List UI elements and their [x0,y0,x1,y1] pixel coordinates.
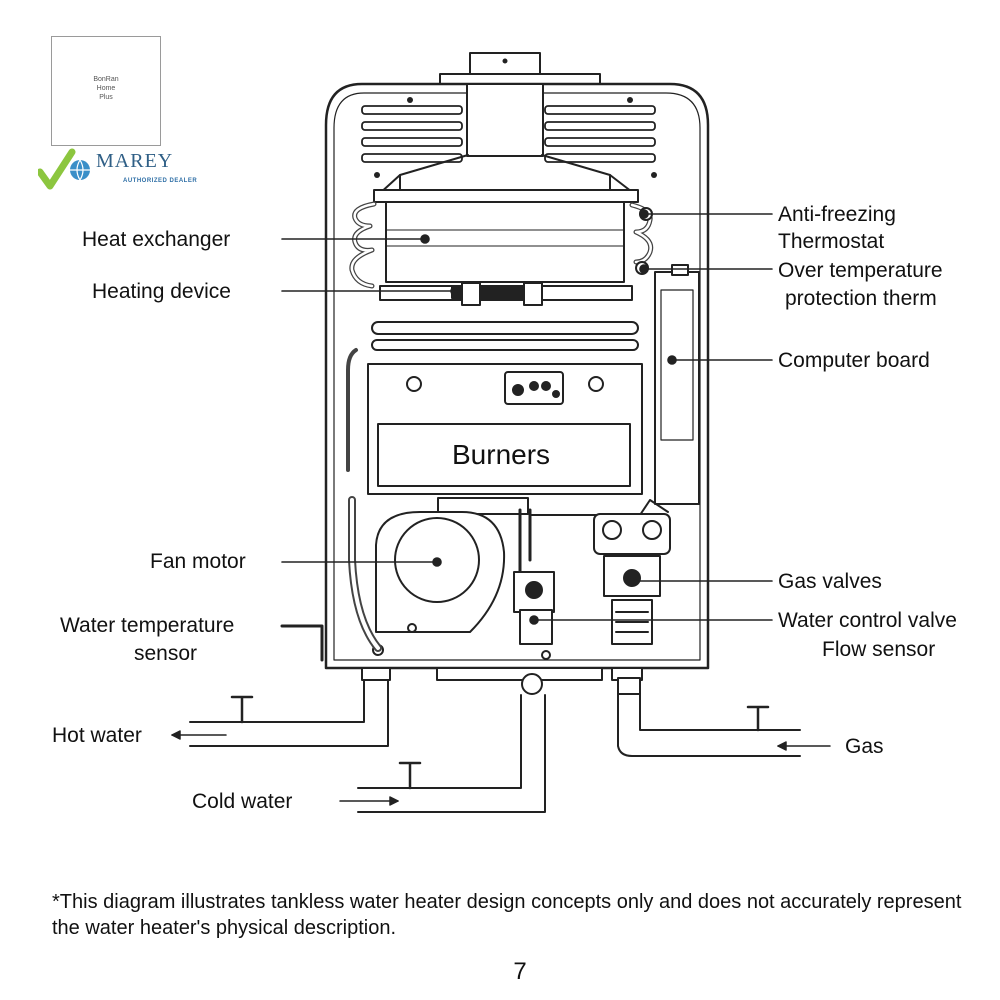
label-anti-freezing: Anti-freezing [778,203,896,226]
label-water-temperature-sensor: sensor [134,642,198,665]
bonran-line3: Plus [99,94,113,101]
bonran-line1: BonRan [93,76,119,83]
label-flow-sensor: Flow sensor [822,638,936,661]
gas-pipe [617,677,801,757]
label-protection-therm: protection therm [785,287,937,310]
exhaust-hood [373,83,639,203]
flow-arrows [171,730,831,806]
label-computer-board: Computer board [778,349,930,372]
check-globe-icon [36,148,90,190]
marey-logo: MAREY AUTHORIZED DEALER [36,148,198,192]
water-control-valve [513,508,555,660]
footnote: *This diagram illustrates tankless water… [52,891,962,939]
bonran-logo: BonRan Home Plus [51,36,161,146]
label-fan-motor: Fan motor [150,550,246,573]
cold-water-pipe [357,673,546,813]
label-gas: Gas [845,735,884,758]
gas-valve-assembly [593,513,671,645]
housing-screws [374,97,657,178]
hot-water-pipe [189,679,389,747]
label-hot-water: Hot water [52,724,142,747]
label-burners: Burners [452,439,551,470]
vent-louvres [361,105,656,163]
label-gas-valves: Gas valves [778,570,882,593]
label-cold-water: Cold water [192,790,293,813]
label-heating-device: Heating device [92,280,231,303]
heat-exchanger [349,201,654,289]
bonran-line2: Home [96,85,116,92]
flue-collar [439,52,601,85]
label-heat-exchanger: Heat exchanger [82,228,231,251]
label-anti-freezing-thermostat: Thermostat [778,230,885,253]
manifold-plate [437,497,669,516]
label-water-temperature: Water temperature [60,614,235,637]
leader-lines [280,209,773,662]
computer-board [654,264,700,505]
label-water-control-valve: Water control valve [778,609,957,632]
burner-assembly [367,363,643,495]
page-number: 7 [513,958,527,985]
marey-name: MAREY [96,150,174,172]
heating-device [346,282,639,472]
label-over-temperature: Over temperature [778,259,943,282]
marey-tagline: AUTHORIZED DEALER [123,178,198,184]
